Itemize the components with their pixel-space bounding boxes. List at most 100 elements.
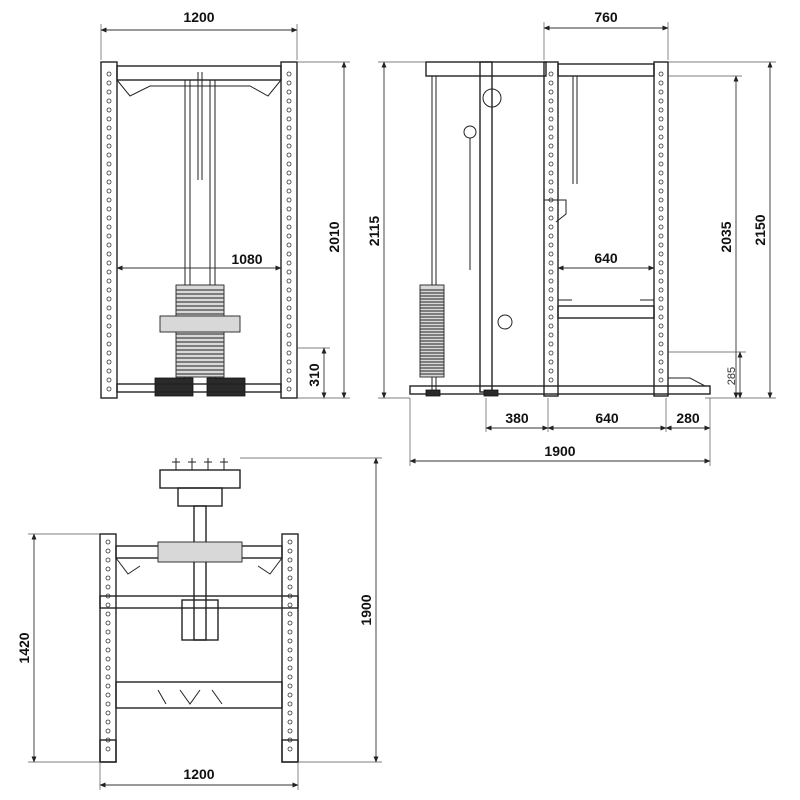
- upright-hole: [548, 71, 554, 77]
- upright-hole: [106, 314, 112, 320]
- upright-hole: [286, 314, 292, 320]
- side-dim-lower-height: 285: [726, 367, 738, 385]
- side-tower-post: [479, 61, 493, 393]
- side-dim-base-mid: 640: [595, 410, 619, 426]
- upright-hole: [105, 692, 111, 698]
- side-pulley-upper: [463, 125, 477, 139]
- upright-hole: [287, 656, 293, 662]
- upright-hole: [287, 611, 293, 617]
- upright-hole: [658, 188, 664, 194]
- upright-hole: [548, 368, 554, 374]
- front-foot-plate-right: [206, 377, 246, 397]
- upright-hole: [658, 242, 664, 248]
- upright-hole: [548, 170, 554, 176]
- side-top-arm: [425, 61, 547, 77]
- upright-hole: [658, 224, 664, 230]
- upright-hole: [286, 170, 292, 176]
- upright-hole: [106, 251, 112, 257]
- upright-hole: [286, 71, 292, 77]
- top-rear-platform: [115, 681, 283, 709]
- upright-hole: [286, 296, 292, 302]
- upright-hole: [548, 107, 554, 113]
- upright-hole: [105, 557, 111, 563]
- upright-hole: [658, 359, 664, 365]
- upright-hole: [287, 548, 293, 554]
- upright-hole: [286, 206, 292, 212]
- side-dim-height-left: 2115: [366, 216, 382, 247]
- upright-hole: [286, 323, 292, 329]
- top-dim-width: 1200: [183, 766, 214, 782]
- upright-hole: [106, 197, 112, 203]
- upright-hole: [105, 566, 111, 572]
- upright-hole: [658, 116, 664, 122]
- upright-hole: [548, 233, 554, 239]
- front-upright-right: [280, 61, 298, 399]
- upright-hole: [548, 278, 554, 284]
- upright-hole: [658, 206, 664, 212]
- upright-hole: [106, 143, 112, 149]
- upright-hole: [106, 305, 112, 311]
- upright-hole: [548, 341, 554, 347]
- upright-hole: [287, 620, 293, 626]
- top-upright-holes-right: [287, 539, 293, 752]
- side-dim-height-inner: 2035: [718, 221, 734, 252]
- upright-hole: [658, 377, 664, 383]
- upright-hole: [658, 215, 664, 221]
- side-dim-inner-width: 640: [594, 250, 618, 266]
- side-dim-depth-top: 760: [594, 9, 618, 25]
- upright-hole: [286, 89, 292, 95]
- upright-hole: [105, 539, 111, 545]
- front-upright-holes-right: [286, 71, 292, 392]
- front-top-crossbar: [116, 65, 282, 81]
- upright-hole: [548, 179, 554, 185]
- upright-hole: [286, 251, 292, 257]
- upright-hole: [286, 359, 292, 365]
- front-foot-plate-left: [154, 377, 194, 397]
- upright-hole: [105, 548, 111, 554]
- upright-hole: [105, 575, 111, 581]
- upright-hole: [106, 287, 112, 293]
- side-dim-total-length: 1900: [544, 443, 575, 459]
- upright-hole: [106, 125, 112, 131]
- upright-hole: [286, 215, 292, 221]
- upright-hole: [658, 170, 664, 176]
- upright-hole: [658, 350, 664, 356]
- upright-hole: [286, 224, 292, 230]
- upright-hole: [106, 350, 112, 356]
- side-base-rail: [409, 385, 711, 395]
- side-pulley-low: [497, 314, 513, 330]
- upright-hole: [548, 359, 554, 365]
- upright-hole: [287, 683, 293, 689]
- upright-hole: [106, 278, 112, 284]
- upright-hole: [658, 323, 664, 329]
- upright-hole: [287, 692, 293, 698]
- top-weight-horns: [172, 458, 228, 470]
- top-foot-plates: [157, 541, 243, 563]
- upright-hole: [106, 89, 112, 95]
- upright-hole: [287, 719, 293, 725]
- upright-hole: [287, 539, 293, 545]
- upright-hole: [105, 602, 111, 608]
- upright-hole: [286, 350, 292, 356]
- upright-hole: [105, 701, 111, 707]
- side-safety-bar: [557, 305, 655, 319]
- upright-hole: [286, 197, 292, 203]
- upright-hole: [548, 215, 554, 221]
- top-mid-crossbar: [99, 595, 299, 609]
- upright-hole: [658, 233, 664, 239]
- upright-hole: [286, 269, 292, 275]
- upright-hole: [106, 323, 112, 329]
- side-upright-holes-rear: [658, 71, 664, 383]
- upright-hole: [658, 296, 664, 302]
- upright-hole: [106, 161, 112, 167]
- top-cable-carriage: [181, 599, 219, 641]
- upright-hole: [658, 143, 664, 149]
- upright-hole: [287, 728, 293, 734]
- front-dim-height-total: 2010: [326, 221, 342, 252]
- upright-hole: [287, 647, 293, 653]
- upright-hole: [658, 134, 664, 140]
- upright-hole: [106, 269, 112, 275]
- upright-hole: [105, 638, 111, 644]
- upright-hole: [106, 152, 112, 158]
- upright-hole: [658, 287, 664, 293]
